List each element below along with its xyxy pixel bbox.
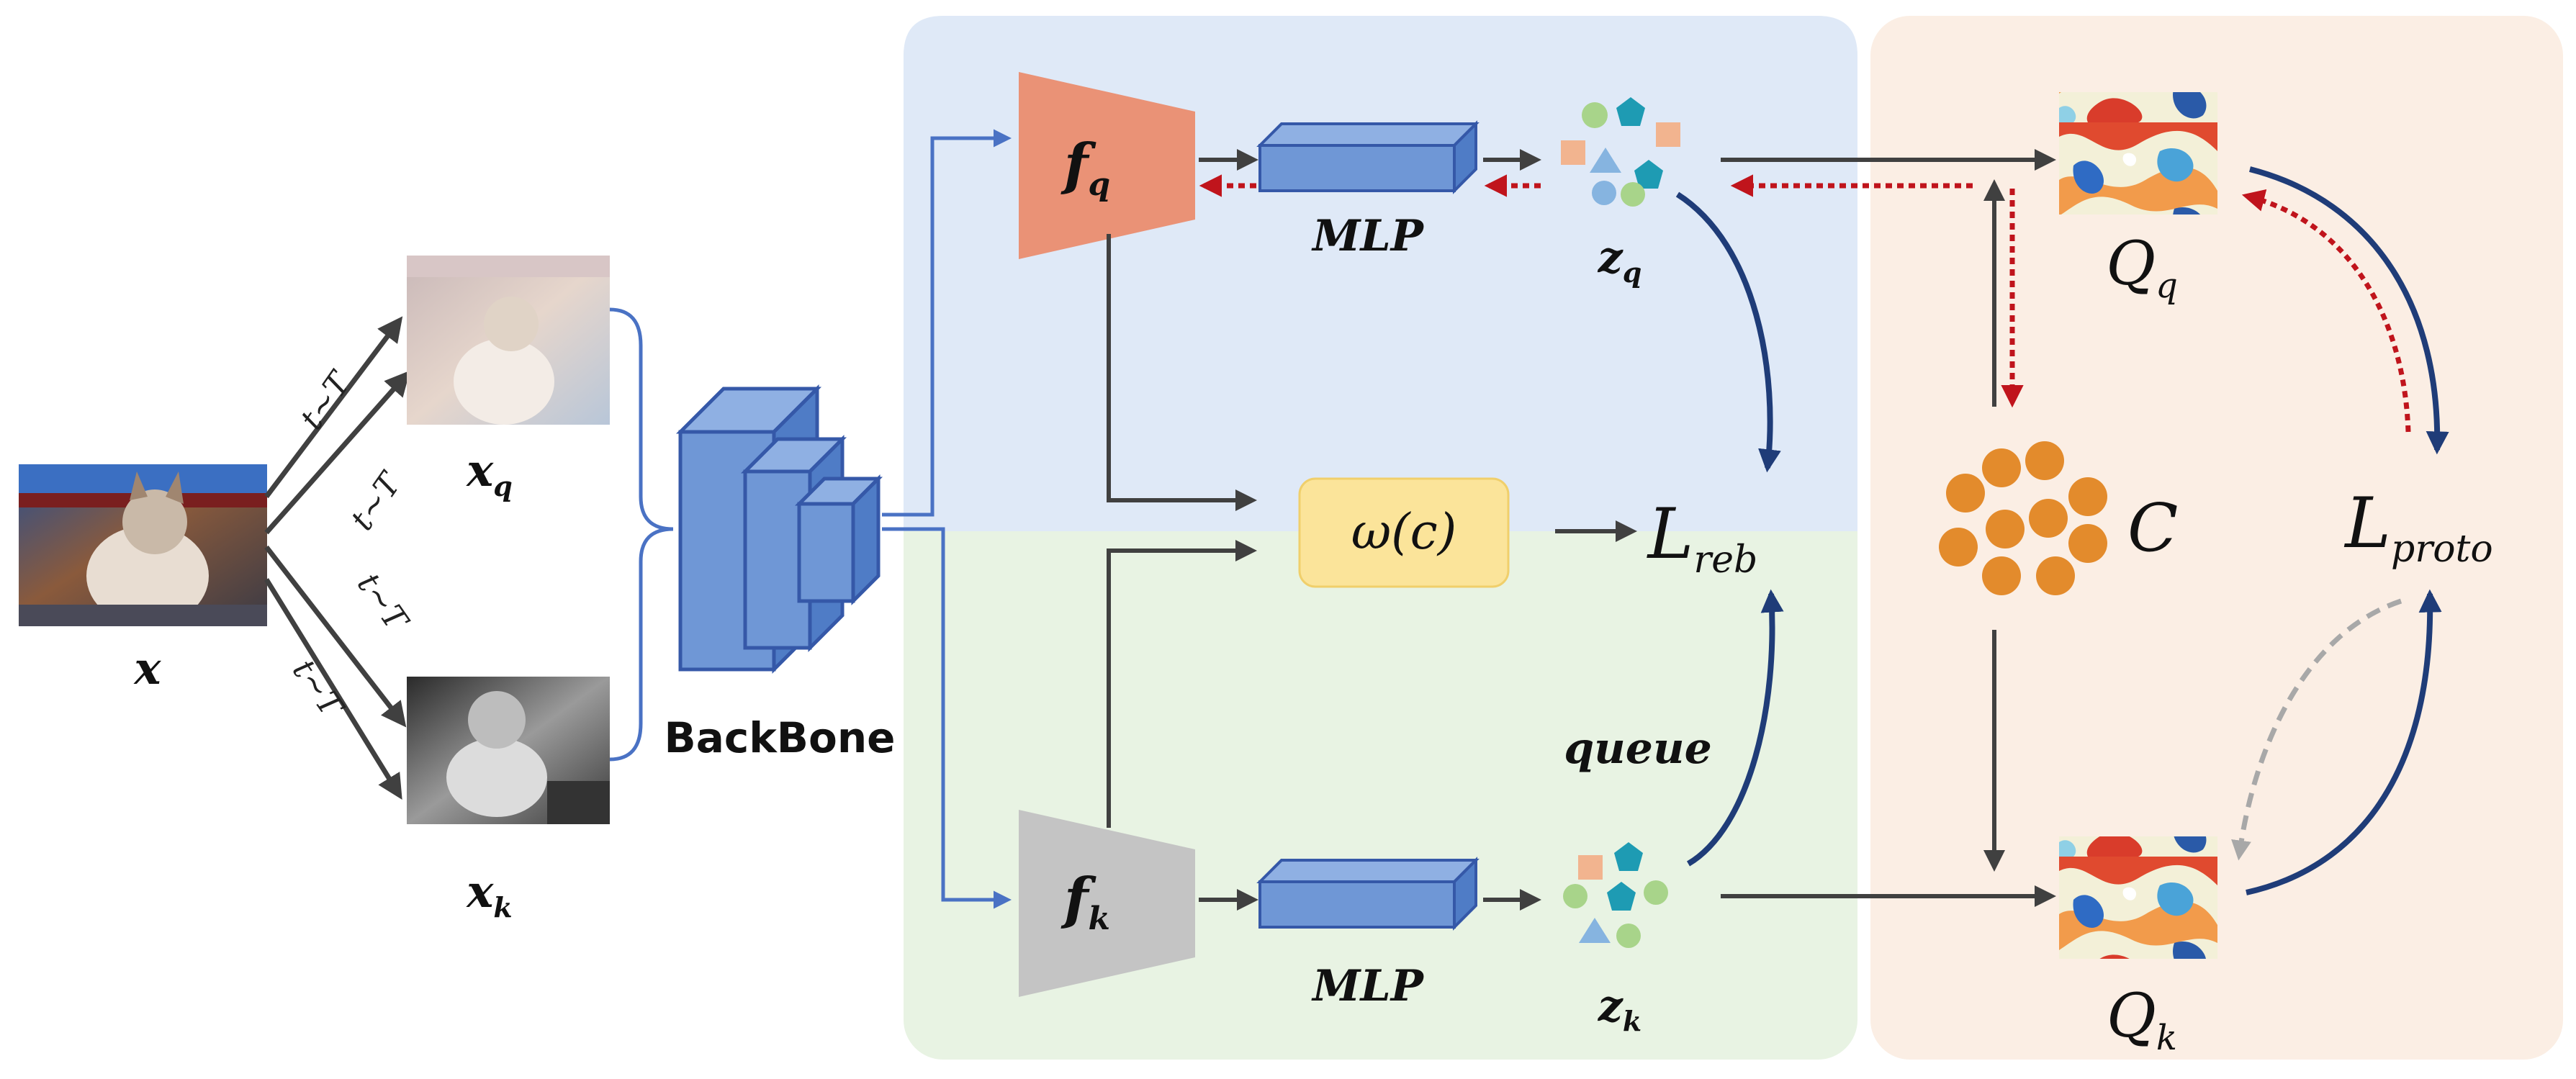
label-t-3: t∼T (350, 566, 416, 639)
mlp-bottom (1256, 857, 1480, 931)
label-c: C (2127, 489, 2178, 566)
encoder-to-weight-arrows (1107, 234, 1637, 828)
key-features (1563, 842, 1668, 948)
label-x: x (133, 642, 162, 695)
prototype-map-key (2059, 836, 2217, 959)
label-omega: ω(c) (1351, 504, 1457, 561)
input-image (19, 464, 267, 626)
label-queue: queue (1564, 723, 1712, 774)
label-l-reb: Lreb (1647, 494, 1758, 582)
label-mlp-top: MLP (1311, 211, 1425, 261)
encoder-mlp-arrows (1199, 149, 1541, 911)
key-encoder (1019, 810, 1195, 997)
query-view-image (407, 256, 610, 425)
prototype-centroids (1939, 441, 2107, 595)
label-zk: zk (1598, 981, 1641, 1037)
query-features (1561, 97, 1680, 207)
label-t-2: t∼T (343, 464, 410, 537)
augmentation-arrows (264, 316, 410, 800)
label-xk: xk (465, 865, 512, 924)
orange-region (1870, 16, 2563, 1060)
loss-proto-arrows (2246, 166, 2449, 895)
key-view-image (407, 677, 610, 824)
label-qk: Qk (2107, 980, 2177, 1058)
feature-to-prototype-arrows (1721, 149, 2056, 907)
backbone-to-encoder-links (882, 129, 1012, 909)
label-l-proto: Lproto (2343, 483, 2492, 571)
weight-box (1298, 477, 1510, 588)
label-t-4: t∼T (285, 653, 351, 726)
label-t-1: t∼T (293, 364, 359, 436)
query-encoder (1019, 72, 1195, 259)
label-mlp-bottom: MLP (1311, 961, 1425, 1011)
label-xq: xq (465, 444, 513, 502)
mlp-top (1256, 120, 1480, 194)
label-backbone: BackBone (665, 713, 896, 762)
label-qq: Qq (2106, 228, 2178, 306)
stop-gradient-arrows-right (1730, 174, 2411, 433)
loss-reb-arrows (1675, 191, 1784, 867)
backbone-block (675, 384, 883, 674)
prototype-map-query (2059, 92, 2217, 215)
view-to-backbone-links (609, 307, 674, 762)
label-zq: zq (1598, 232, 1642, 289)
